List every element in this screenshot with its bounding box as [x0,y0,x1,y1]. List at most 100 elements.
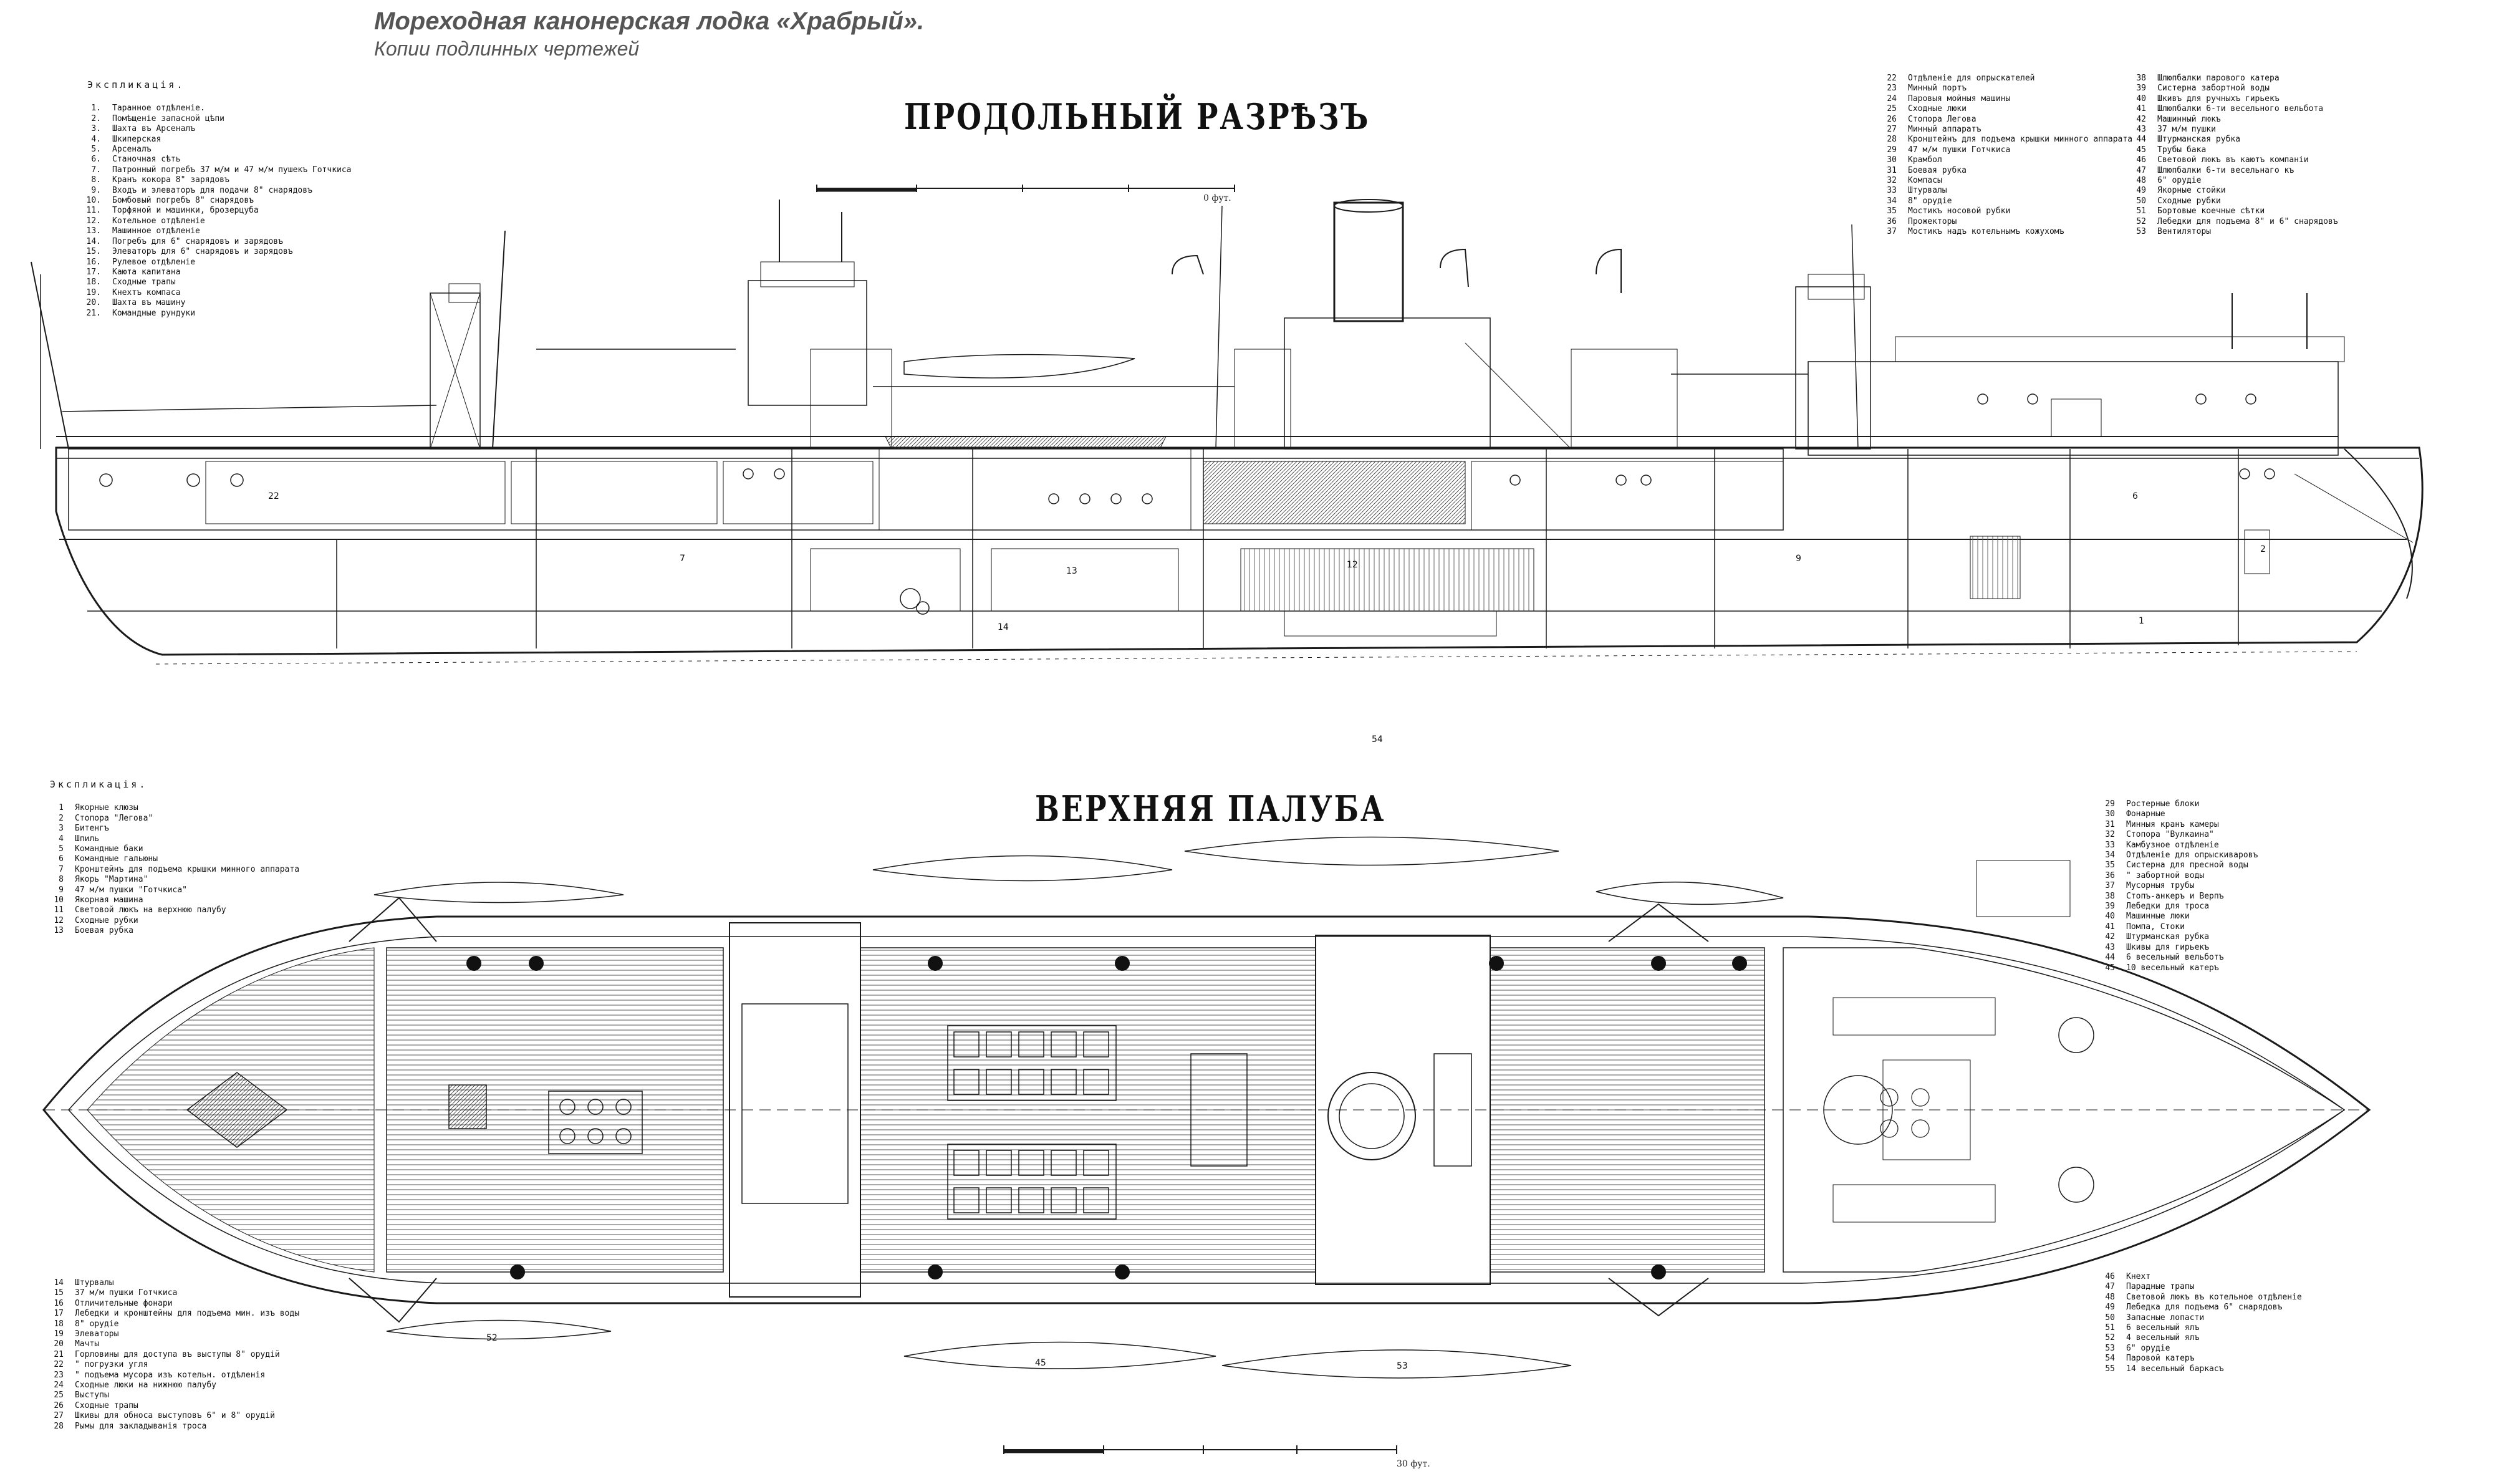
deck-legend-top-right-item-number: 41 [2105,922,2115,932]
profile-legend-left-item: 13.Машинное отдѣленіе [75,226,352,236]
profile-legend-left-item-number: 15. [86,247,101,257]
profile-legend-right-b-item-number: 38 [2136,74,2146,83]
profile-legend-right-b-item-number: 49 [2136,186,2146,196]
profile-legend-heading: Экспликація. [87,79,185,90]
profile-legend-right-a-item-number: 32 [1887,176,1897,186]
profile-legend-right-a-item-text: Компасы [1908,176,1942,186]
deck-legend-bottom-right-item-number: 50 [2105,1313,2115,1323]
deck-legend-top-right-item-text: Помпа, Стоки [2126,922,2185,932]
deck-legend-bottom-left-item: 19 Элеваторы [37,1329,299,1339]
deck-legend-bottom-right-item-text: Лебедка для подъема 6" снарядовъ [2126,1303,2283,1313]
profile-legend-right-a-item-number: 30 [1887,155,1897,165]
callout: 13 [1066,566,1077,576]
profile-legend-left-item: 1. Таранное отдѣленіе. [75,104,352,113]
profile-legend-left-item-number: 19. [86,287,101,297]
profile-scale-bar [816,185,1235,192]
profile-legend-left-item-text: Шахта въ Арсеналъ [112,124,196,134]
profile-legend-left-item-text: Командные рундуки [112,308,196,318]
profile-legend-right-b-item-number: 52 [2136,216,2146,226]
deck-legend-bottom-right-item-text: Запасные лопасти [2126,1313,2205,1323]
deck-legend-bottom-left-item-number: 27 [54,1411,64,1421]
deck-legend-top-right-item-text: Минныя кранъ камеры [2126,819,2219,829]
callout: 22 [268,491,279,501]
deck-legend-bottom-right-item-text: Паровой катеръ [2126,1354,2195,1364]
deck-legend-bottom-left-item-number: 19 [54,1329,64,1339]
profile-legend-left-item-number: 6. [91,155,101,165]
deck-legend-bottom-left-item-text: Элеваторы [75,1329,119,1339]
deck-legend-top-right-item-number: 34 [2105,850,2115,860]
profile-legend-right-b-item-text: Шкивъ для ручныхъ гирьекъ [2157,94,2280,104]
profile-legend-left-item-number: 18. [86,277,101,287]
deck-legend-bottom-left-item-text: Штурвалы [75,1278,114,1288]
deck-legend-top-right-item: 36" забортной воды [2089,871,2258,881]
profile-legend-right-a-item: 30 Крамбол [1871,155,2132,165]
deck-legend-top-left-item-text: Якорь "Мартина" [75,875,148,885]
profile-legend-right-a-item-number: 35 [1887,206,1897,216]
profile-legend-right-a-item-number: 29 [1887,145,1897,155]
deck-legend-top-left-item-number: 10 [54,895,64,905]
profile-legend-left-item: 21.Командные рундуки [75,309,352,319]
callout: 9 [1796,554,1801,564]
deck-legend-bottom-left-item-text: 8" орудіе [75,1319,119,1329]
deck-legend-top-left-item-number: 12 [54,915,64,925]
deck-legend-top-right-item-text: Фонарные [2126,809,2165,819]
profile-legend-right-b-item-text: Якорные стойки [2157,186,2226,196]
deck-legend-bottom-left-item-text: " погрузки угля [75,1360,148,1370]
profile-legend-right-a-item-text: Минный портъ [1908,84,1967,94]
deck-legend-top-left-item-number: 11 [54,905,64,915]
deck-legend-top-left-item-text: 47 м/м пушки "Готчкиса" [75,885,188,895]
deck-legend-bottom-left-item-number: 18 [54,1319,64,1329]
sheet-subtitle: Копии подлинных чертежей [374,37,640,60]
profile-legend-right-a-item-text: Мостикъ надъ котельнымъ кожухомъ [1908,227,2064,237]
profile-legend-left-item-text: Кранъ кокора 8" зарядовъ [112,175,229,185]
profile-legend-right-b-item-text: Шлюпбалки 6-ти весельнаго къ [2157,165,2294,175]
deck-legend-top-left-item-number: 2 [59,813,64,823]
callout: 52 [486,1333,498,1343]
profile-legend-left-item-text: Кнехтъ компаса [112,287,181,297]
profile-legend-left-item: 18.Сходные трапы [75,277,352,287]
profile-legend-left-item: 20.Шахта въ машину [75,298,352,308]
profile-legend-right-a-item-number: 37 [1887,227,1897,237]
profile-legend-left-item-number: 1. [91,104,101,113]
profile-legend-right-a-item-text: Паровыя мойныя машины [1908,94,2011,104]
profile-legend-right-a-item-text: Стопора Легова [1908,114,1976,124]
deck-legend-top-left-item-number: 4 [59,834,64,844]
profile-legend-left-item-text: Рулевое отдѣленіе [112,257,196,267]
profile-legend-right-a-item-number: 25 [1887,104,1897,114]
deck-legend-top-left-item-text: Шпиль [75,834,100,844]
deck-legend-bottom-left-item-number: 28 [54,1421,64,1431]
callout: 54 [1372,735,1383,744]
deck-legend-top-left-item-number: 13 [54,926,64,936]
profile-legend-left-item-number: 2. [91,113,101,123]
deck-legend-bottom-left-item-number: 22 [54,1360,64,1370]
profile-legend-left-item-text: Таранное отдѣленіе. [112,104,205,113]
deck-legend-bottom-right-item-text: 6 весельный ялъ [2126,1323,2200,1333]
deck-legend-top-right-item-number: 33 [2105,840,2115,850]
deck-legend-top-left-item-number: 9 [59,885,64,895]
profile-legend-right-a-item-text: Крамбол [1908,155,1942,165]
